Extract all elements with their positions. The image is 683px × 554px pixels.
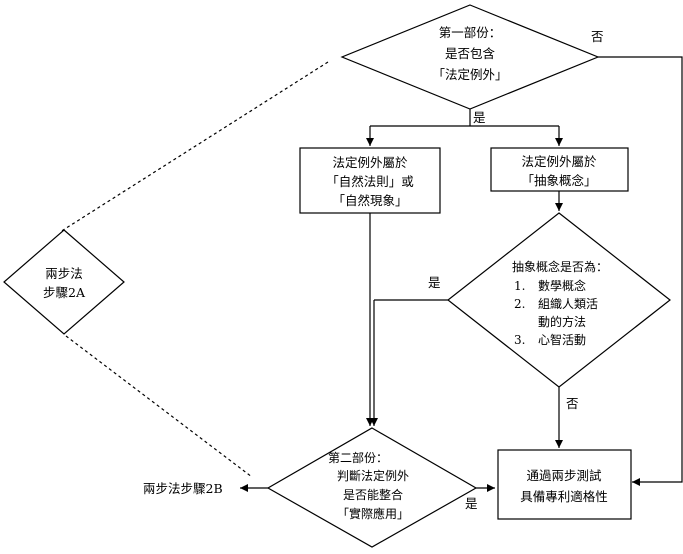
label-step2b: 兩步法步驟2B [143, 481, 223, 496]
box-result-line2: 具備專利適格性 [520, 489, 608, 504]
label-part2-yes: 是 [465, 496, 478, 511]
decision-abstract-title: 抽象概念是否為： [512, 259, 608, 274]
box-result [498, 450, 631, 519]
step2a-diamond [4, 230, 124, 334]
decision-abstract-item3: 心智活動 [538, 332, 586, 347]
decision-abstract-item2a: 組織人類活 [538, 297, 598, 311]
label-abstract-yes: 是 [428, 275, 441, 290]
decision-abstract-item2-num: 2. [514, 297, 525, 311]
decision-abstract-item3-num: 3. [514, 333, 525, 347]
label-part1-no: 否 [591, 29, 604, 44]
box-abstract-line2: 「抽象概念」 [521, 173, 596, 188]
box-abstract-line1: 法定例外屬於 [521, 154, 597, 169]
decision-part1-line1: 第一部份： [439, 25, 502, 40]
step2a-line1: 兩步法 [45, 266, 83, 281]
decision-abstract-item1-num: 1. [514, 279, 525, 293]
box-natural-law-line2: 「自然法則」或 [326, 174, 414, 189]
decision-abstract-item1: 數學概念 [538, 278, 586, 293]
decision-part2-line4: 「實際應用」 [337, 506, 409, 521]
dashed-link-top [60, 62, 328, 232]
step2a-line2: 步驟2A [43, 285, 86, 300]
decision-part2-line3: 是否能整合 [343, 487, 403, 502]
dashed-link-bottom [66, 336, 252, 477]
label-part1-yes: 是 [473, 110, 486, 125]
decision-part2-line1: 第二部份： [328, 450, 388, 465]
decision-part1-line3: 「法定例外」 [432, 67, 507, 82]
box-natural-law-line1: 法定例外屬於 [332, 155, 408, 170]
decision-part1-line2: 是否包含 [445, 46, 496, 61]
decision-part2-line2: 判斷法定例外 [337, 468, 409, 483]
decision-abstract-item2b: 動的方法 [538, 314, 586, 329]
box-natural-law-line3: 「自然現象」 [332, 193, 407, 208]
label-abstract-no: 否 [566, 396, 579, 411]
box-result-line1: 通過兩步測試 [526, 468, 602, 483]
